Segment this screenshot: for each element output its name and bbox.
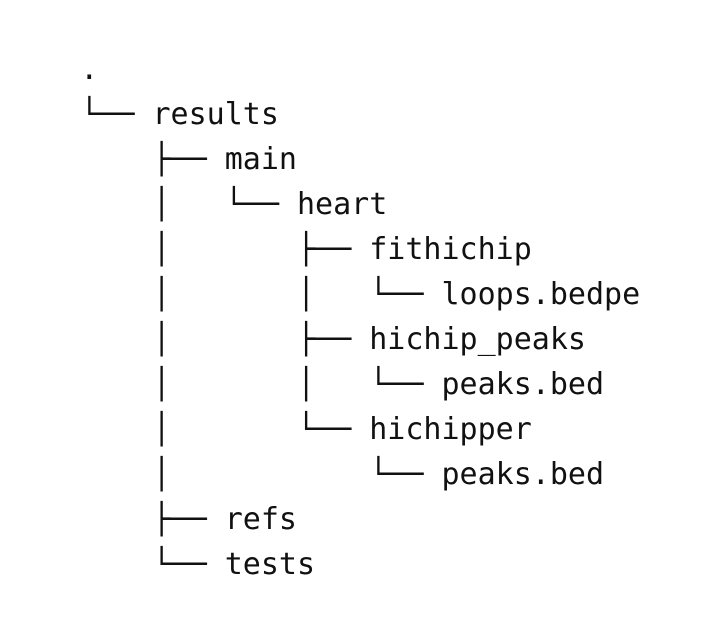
- tree-branch-prefix: │ ├──: [80, 232, 370, 267]
- tree-root: .: [8, 2, 640, 87]
- tree-file-peaks-bed: │ │ └── peaks.bed: [8, 317, 640, 402]
- tree-branch-prefix: └──: [80, 547, 225, 582]
- tree-file-label: loops.bedpe: [441, 277, 641, 312]
- tree-node-refs: ├── refs: [8, 452, 640, 537]
- tree-branch-prefix: └──: [80, 97, 153, 132]
- tree-node-label: main: [224, 142, 297, 177]
- directory-tree: . └── results ├── main │ └── heart │ ├──…: [8, 2, 640, 582]
- tree-branch-prefix: │ └──: [80, 457, 442, 492]
- tree-node-label: fithichip: [369, 232, 532, 267]
- tree-branch-prefix: │ ├──: [80, 322, 370, 357]
- tree-branch-prefix: ├──: [80, 142, 225, 177]
- tree-root-dot: .: [80, 52, 99, 87]
- tree-branch-prefix: │ └──: [80, 412, 370, 447]
- tree-node-label: tests: [224, 547, 316, 582]
- tree-branch-prefix: ├──: [80, 502, 225, 537]
- tree-node-label: hichipper: [369, 412, 532, 447]
- tree-file-label: peaks.bed: [441, 367, 605, 402]
- tree-branch-prefix: │ └──: [80, 187, 297, 222]
- tree-node-hichipper: │ └── hichipper: [8, 362, 640, 447]
- tree-node-label: refs: [224, 502, 297, 537]
- tree-node-main: ├── main: [8, 92, 640, 177]
- tree-file-loops-bedpe: │ │ └── loops.bedpe: [8, 227, 640, 312]
- tree-branch-prefix: │ │ └──: [80, 277, 442, 312]
- tree-node-label: results: [152, 97, 279, 132]
- tree-branch-prefix: │ │ └──: [80, 367, 442, 402]
- tree-node-results: └── results: [8, 47, 640, 132]
- tree-file-label: peaks.bed: [441, 457, 605, 492]
- tree-node-heart: │ └── heart: [8, 137, 640, 222]
- tree-file-peaks-bed: │ └── peaks.bed: [8, 407, 640, 492]
- tree-node-fithichip: │ ├── fithichip: [8, 182, 640, 267]
- tree-node-label: hichip_peaks: [369, 322, 586, 357]
- tree-node-label: heart: [297, 187, 388, 222]
- tree-node-hichip-peaks: │ ├── hichip_peaks: [8, 272, 640, 357]
